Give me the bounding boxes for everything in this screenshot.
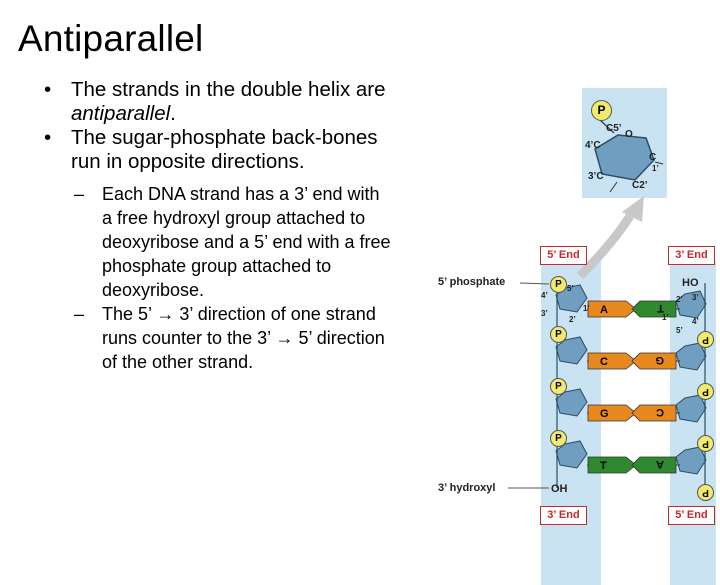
subbullet-text: The 5’ [102,304,157,324]
base-letter-right: G [655,354,664,366]
phosphate-icon: P [697,435,714,452]
phosphate-icon: P [550,326,567,343]
sugar-ring [555,284,588,313]
phosphate-annotation: 5’ phosphate [438,276,506,288]
phosphate-icon: P [697,331,714,348]
base-block-left [587,300,637,318]
right-arrow-icon: → [275,328,294,348]
inset-c1-number: 1’ [652,164,659,173]
prime-label: 4’ [692,317,699,326]
bullet-item: • The sugar-phosphate back-bones run in … [44,126,394,174]
base-letter-left: T [600,460,607,472]
base-letter-left: G [600,408,609,420]
phosphate-icon: P [550,378,567,395]
right-arrow-icon: → [156,304,175,324]
inset-c1-label: C [649,152,657,163]
prime-label: 1’ [662,313,669,322]
sugar-ring [555,440,588,469]
inset-o-label: O [625,129,633,140]
subbullet-marker: – [74,304,85,324]
prime-label: 3’ [541,309,548,318]
dna-figure: A T C G G C T A 5’ End 3’ End 3’ End 5’ End 5’ … [430,88,720,585]
end-label-5prime-bottom: 5’ End [668,506,715,525]
prime-label: 2’ [676,295,683,304]
dna-diagram: A T C G G C T A [508,119,707,489]
bullet-marker: • [44,78,52,101]
base-block-right [631,456,677,474]
slide: Antiparallel • The strands in the double… [18,18,720,585]
inset-sugar-ring [594,134,655,181]
inset-c3-label: 3’C [588,171,604,182]
bullet-text: The strands in the double helix are [71,78,386,101]
bullet-list: • The strands in the double helix are an… [44,78,394,374]
subbullet-text-end: 5’ direction of the other strand. [102,328,385,372]
phosphate-icon: P [697,484,714,501]
bullet-item: • The strands in the double helix are an… [44,78,394,126]
inset-c4-label: 4’C [585,140,601,151]
end-label-3prime-bottom: 3’ End [540,506,587,525]
subbullet-item: – Each DNA strand has a 3’ end with a fr… [74,182,394,302]
base-letter-left: C [600,356,608,368]
sugar-ring [555,388,588,417]
prime-label: 1’ [583,304,590,313]
curved-arrow-icon [576,213,634,280]
hydroxyl-annotation: 3’ hydroxyl [438,482,496,494]
prime-label: 2’ [569,315,576,324]
base-letter-right: T [657,302,664,314]
base-letter-right: A [656,458,664,470]
subbullet-item: – The 5’ → 3’ direction of one strand ru… [74,302,394,374]
base-block-right [631,404,677,422]
inset-phosphate-icon: P [591,100,612,121]
bullet-text: The sugar-phosphate back-bones run in op… [71,126,378,173]
base-letter-left: A [600,304,608,316]
phosphate-icon: P [550,430,567,447]
phosphate-icon: P [697,383,714,400]
base-letter-right: C [656,406,664,418]
subbullet-marker: – [74,184,85,204]
end-label-5prime-top: 5’ End [540,246,587,265]
arrow-head-icon [622,196,644,222]
prime-label: 4’ [541,291,548,300]
oh-label: OH [551,483,568,495]
subbullet-list: – Each DNA strand has a 3’ end with a fr… [44,182,394,374]
sugar-ring [555,336,588,365]
base-block-left [587,352,637,370]
base-block-right [631,300,677,318]
bullet-text-end: . [170,102,176,125]
base-block-left [587,456,637,474]
subbullet-text: Each DNA strand has a 3’ end with a free… [102,184,391,300]
ho-label: HO [682,277,699,289]
inset-c2-label: C2’ [632,180,648,191]
prime-label: 3’ [692,293,699,302]
base-block-right [631,352,677,370]
prime-label: 5’ [567,284,574,293]
bullet-marker: • [44,126,52,149]
phosphate-icon: P [550,276,567,293]
prime-label: 5’ [676,326,683,335]
end-label-3prime-top: 3’ End [668,246,715,265]
subbullet-text-middle: 3’ direction of one strand runs counter … [102,304,376,348]
bullet-emphasis: antiparallel [71,102,171,125]
slide-title: Antiparallel [18,18,204,59]
base-block-left [587,404,637,422]
inset-c5-label: C5’ [606,123,622,134]
